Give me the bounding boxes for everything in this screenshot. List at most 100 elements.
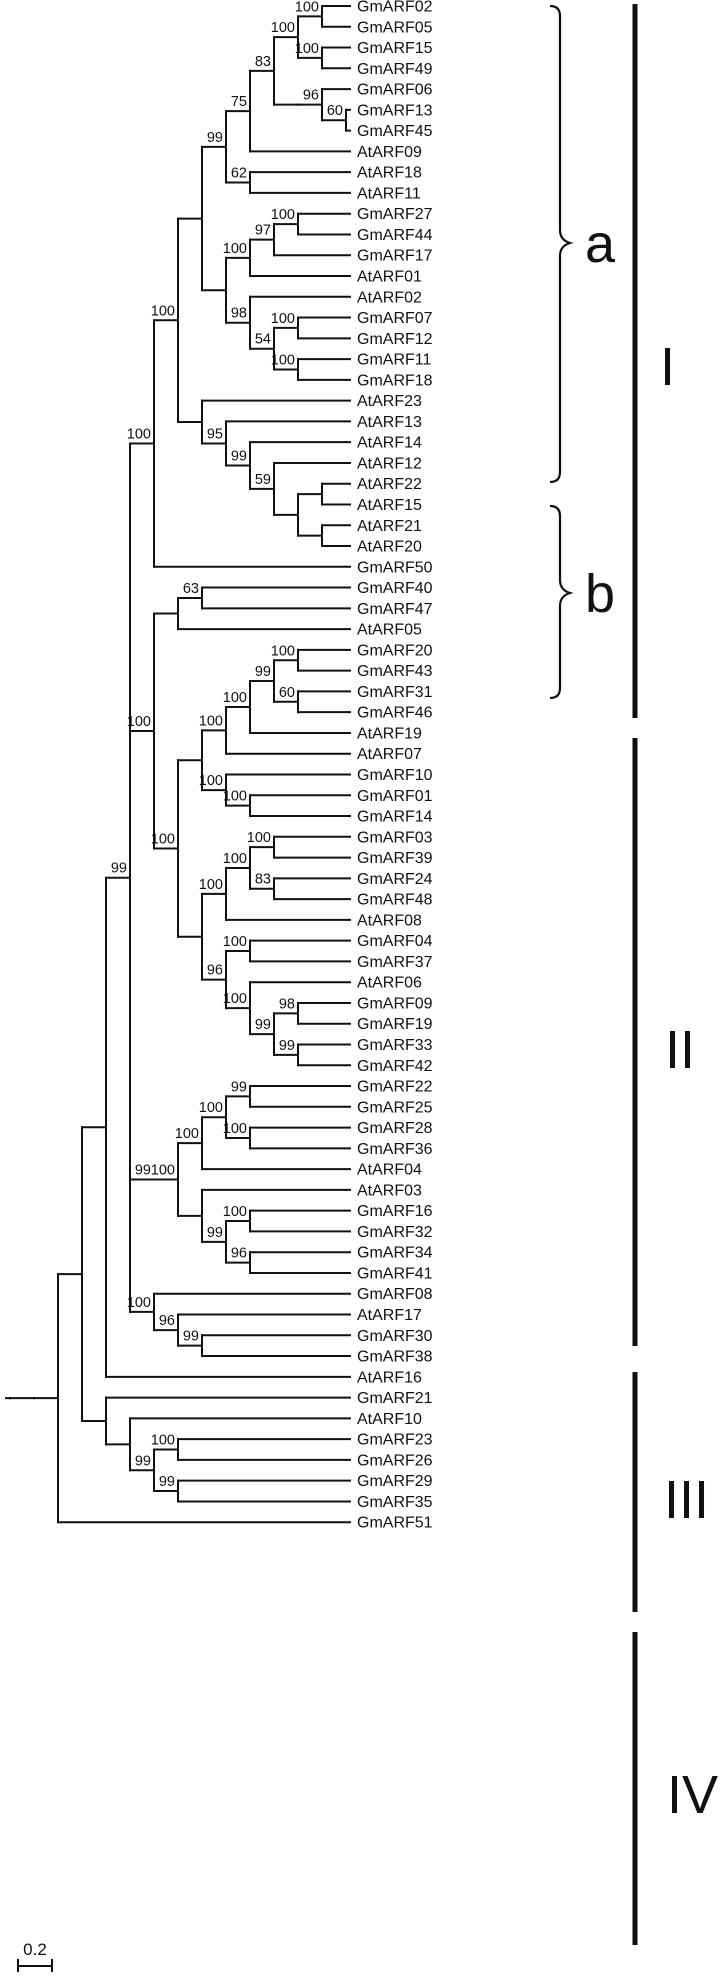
leaf-label: GmARF21 — [357, 1390, 433, 1407]
leaf-label: GmARF23 — [357, 1432, 433, 1449]
subgroup-a-brace — [549, 4, 574, 484]
leaf-label: AtARF21 — [357, 518, 422, 535]
leaf-label: AtARF15 — [357, 497, 422, 514]
leaf-label: GmARF17 — [357, 248, 433, 265]
bootstrap-value: 100 — [199, 713, 223, 729]
scale-bar: 0.2 — [17, 1940, 53, 1972]
bootstrap-value: 100 — [199, 773, 223, 789]
leaf-label: GmARF26 — [357, 1452, 433, 1469]
leaf-label: GmARF16 — [357, 1203, 433, 1220]
bootstrap-value: 100 — [223, 690, 247, 706]
subgroup-a-label: a — [585, 214, 616, 274]
bootstrap-value: 98 — [279, 996, 295, 1012]
bootstrap-value: 59 — [255, 472, 271, 488]
bootstrap-value: 100 — [295, 0, 319, 15]
bootstrap-value: 99 — [159, 1474, 175, 1490]
leaf-label: GmARF02 — [357, 0, 433, 16]
leaf-label: AtARF05 — [357, 622, 422, 639]
bootstrap-value: 100 — [151, 1433, 175, 1449]
bootstrap-value: 100 — [127, 427, 151, 443]
leaf-label: GmARF04 — [357, 933, 433, 950]
bootstrap-value: 60 — [279, 685, 295, 701]
group-II-label: II — [665, 1020, 695, 1080]
leaf-label: GmARF03 — [357, 829, 433, 846]
bootstrap-value: 100 — [151, 1163, 175, 1179]
bootstrap-value: 100 — [247, 830, 271, 846]
bootstrap-value: 62 — [231, 166, 247, 182]
leaf-label: GmARF14 — [357, 809, 433, 826]
leaf-label: GmARF41 — [357, 1265, 433, 1282]
bootstrap-value: 75 — [231, 94, 247, 110]
bootstrap-value: 97 — [255, 223, 271, 239]
leaf-label: AtARF14 — [357, 435, 422, 452]
bootstrap-value: 100 — [223, 789, 247, 805]
bootstrap-value: 100 — [223, 851, 247, 867]
leaf-label: GmARF27 — [357, 206, 433, 223]
leaf-label: AtARF06 — [357, 975, 422, 992]
leaf-label: AtARF11 — [357, 185, 421, 202]
bootstrap-value: 99 — [135, 1453, 151, 1469]
bootstrap-value: 100 — [127, 714, 151, 730]
leaf-label: GmARF11 — [357, 352, 431, 369]
leaf-label: GmARF24 — [357, 871, 433, 888]
leaf-label: AtARF20 — [357, 539, 422, 556]
bootstrap-value: 99 — [231, 1079, 247, 1095]
leaf-label: GmARF43 — [357, 663, 433, 680]
bootstrap-value: 100 — [271, 352, 295, 368]
bootstrap-value: 99 — [111, 861, 127, 877]
bootstrap-value: 83 — [255, 872, 271, 888]
bootstrap-value: 100 — [223, 241, 247, 257]
leaf-label: GmARF29 — [357, 1473, 433, 1490]
leaf-label: GmARF31 — [357, 684, 433, 701]
leaf-label: AtARF03 — [357, 1182, 422, 1199]
leaf-label: GmARF32 — [357, 1224, 433, 1241]
leaf-label: AtARF13 — [357, 414, 422, 431]
leaf-label: GmARF12 — [357, 331, 433, 348]
leaf-label: GmARF44 — [357, 227, 433, 244]
bootstrap-value: 100 — [223, 1121, 247, 1137]
leaf-label: GmARF05 — [357, 19, 433, 36]
leaf-label: AtARF08 — [357, 912, 422, 929]
leaf-label: AtARF01 — [357, 269, 422, 286]
leaf-label: GmARF25 — [357, 1099, 433, 1116]
group-III-label: III — [664, 1470, 709, 1530]
leaf-label: GmARF40 — [357, 580, 433, 597]
group-I-label: I — [660, 337, 675, 397]
bootstrap-value: 98 — [231, 306, 247, 322]
subgroup-b-brace — [549, 504, 574, 700]
bootstrap-value: 99 — [279, 1038, 295, 1054]
leaf-label: GmARF15 — [357, 40, 433, 57]
leaf-label: GmARF47 — [357, 601, 433, 618]
leaf-label: AtARF09 — [357, 144, 422, 161]
leaf-label: GmARF10 — [357, 767, 433, 784]
bootstrap-value: 99 — [135, 1163, 151, 1179]
bootstrap-value: 100 — [151, 831, 175, 847]
bootstrap-value: 100 — [295, 41, 319, 57]
bootstrap-value: 100 — [199, 877, 223, 893]
group-IV-label: IV — [667, 1765, 718, 1825]
bootstrap-value: 99 — [183, 1329, 199, 1345]
scale-bar-label: 0.2 — [23, 1940, 47, 1959]
bootstrap-value: 99 — [255, 1017, 271, 1033]
bootstrap-value: 100 — [151, 303, 175, 319]
bootstrap-value: 99 — [231, 449, 247, 465]
leaf-label: GmARF19 — [357, 1016, 433, 1033]
bootstrap-value: 99 — [255, 664, 271, 680]
leaf-label: GmARF09 — [357, 995, 433, 1012]
leaf-label: AtARF19 — [357, 725, 422, 742]
bootstrap-value: 96 — [303, 88, 319, 104]
leaf-label: AtARF12 — [357, 455, 422, 472]
leaf-label: AtARF18 — [357, 165, 422, 182]
bootstrap-value: 63 — [183, 581, 199, 597]
leaf-label: AtARF17 — [357, 1307, 422, 1324]
leaf-label: GmARF06 — [357, 82, 433, 99]
leaf-label: GmARF46 — [357, 705, 433, 722]
leaf-label: AtARF04 — [357, 1162, 422, 1179]
leaf-label: GmARF08 — [357, 1286, 433, 1303]
leaf-label: GmARF28 — [357, 1120, 433, 1137]
bootstrap-value: 99 — [207, 130, 223, 146]
leaf-label: GmARF34 — [357, 1245, 433, 1262]
leaf-label: GmARF38 — [357, 1349, 433, 1366]
bootstrap-value: 96 — [207, 963, 223, 979]
